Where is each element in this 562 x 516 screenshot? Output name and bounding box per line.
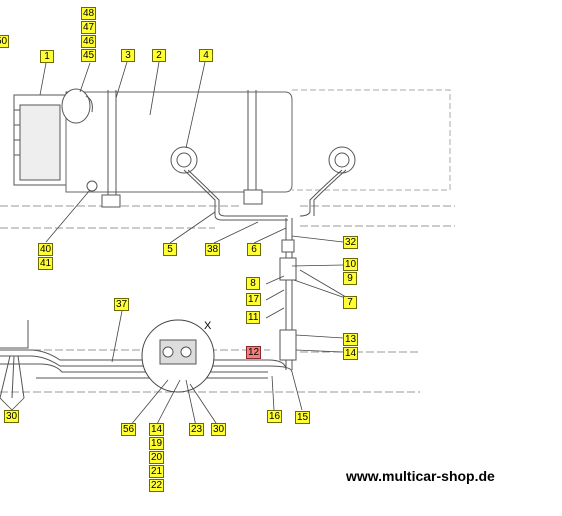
tank-strap-right — [247, 90, 257, 200]
expansion-vessel — [61, 88, 91, 124]
callout-16[interactable]: 16 — [267, 410, 283, 423]
fuel-line-right — [299, 169, 347, 217]
fuel-filter-lower — [279, 329, 297, 361]
callout-32[interactable]: 32 — [343, 236, 359, 249]
callout-22[interactable]: 22 — [149, 479, 165, 492]
air-filter-element — [19, 104, 61, 181]
callout-13[interactable]: 13 — [343, 333, 359, 346]
callout-9[interactable]: 9 — [343, 272, 357, 285]
callout-17[interactable]: 17 — [246, 293, 262, 306]
callout-46[interactable]: 46 — [81, 35, 97, 48]
tank-strap-left — [107, 90, 117, 200]
callout-38[interactable]: 38 — [205, 243, 221, 256]
callout-14[interactable]: 14 — [343, 347, 359, 360]
callout-10[interactable]: 10 — [343, 258, 359, 271]
callout-5[interactable]: 5 — [163, 243, 177, 256]
chassis-frame-lower — [0, 349, 420, 393]
callout-11[interactable]: 11 — [246, 311, 261, 324]
callout-23[interactable]: 23 — [189, 423, 205, 436]
fuel-sender-left — [170, 146, 198, 174]
callout-30-right[interactable]: 30 — [211, 423, 227, 436]
left-bracket — [0, 320, 29, 399]
ghost-tank-outline — [292, 89, 451, 191]
callout-30-left[interactable]: 30 — [4, 410, 20, 423]
callout-20[interactable]: 20 — [149, 451, 165, 464]
watermark-url: www.multicar-shop.de — [346, 468, 495, 484]
callout-1[interactable]: 1 — [40, 50, 54, 63]
callout-45[interactable]: 45 — [81, 49, 97, 62]
callout-48[interactable]: 48 — [81, 7, 97, 20]
callout-4[interactable]: 4 — [199, 49, 213, 62]
fuel-line-left — [183, 169, 288, 221]
callout-56[interactable]: 56 — [121, 423, 137, 436]
drain-plug — [86, 180, 98, 192]
callout-37[interactable]: 37 — [114, 298, 130, 311]
callout-41[interactable]: 41 — [38, 257, 54, 270]
callout-19[interactable]: 19 — [149, 437, 165, 450]
callout-21[interactable]: 21 — [149, 465, 165, 478]
chassis-frame-upper — [0, 205, 455, 229]
callout-2[interactable]: 2 — [152, 49, 166, 62]
detail-x-label: X — [204, 320, 212, 332]
callout-50[interactable]: 50 — [0, 35, 10, 48]
tank-mount-left — [101, 194, 121, 208]
fuel-filter-upper — [279, 257, 297, 281]
callout-12[interactable]: 12 — [246, 346, 262, 359]
callout-6[interactable]: 6 — [247, 243, 261, 256]
fuel-sender-right — [328, 146, 356, 174]
callout-3[interactable]: 3 — [121, 49, 135, 62]
callout-40[interactable]: 40 — [38, 243, 54, 256]
callout-14-lower[interactable]: 14 — [149, 423, 165, 436]
lower-fuel-lines — [0, 349, 268, 379]
callout-7[interactable]: 7 — [343, 296, 357, 309]
callout-47[interactable]: 47 — [81, 21, 97, 34]
callout-15[interactable]: 15 — [295, 411, 311, 424]
tank-mount-right — [243, 189, 263, 205]
fuel-tank — [65, 91, 293, 193]
callout-8[interactable]: 8 — [246, 277, 260, 290]
